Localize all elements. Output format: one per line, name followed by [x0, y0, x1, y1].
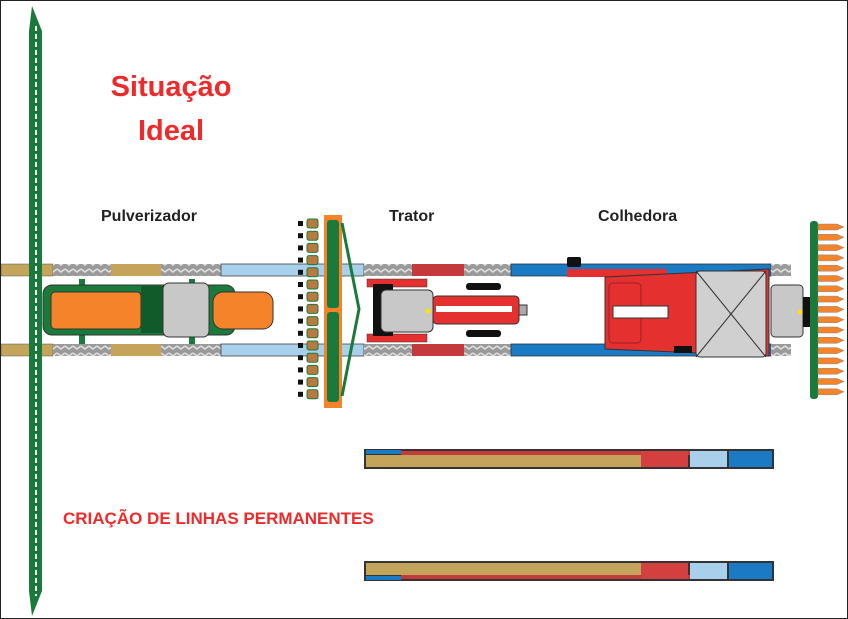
title-line-1: Situação: [110, 71, 232, 103]
planter-row-unit-dot: [298, 306, 303, 312]
planter-row-unit: [306, 340, 319, 351]
planter: [298, 215, 361, 408]
planter-row-unit-dot: [298, 269, 303, 275]
planter-row-unit: [306, 255, 319, 266]
header-tooth: [817, 244, 845, 251]
header-tooth: [817, 306, 845, 313]
header-tooth: [817, 254, 845, 262]
header-tooth: [817, 223, 845, 231]
planter-row-unit-dot: [298, 379, 303, 385]
header-tooth: [817, 275, 845, 282]
planter-row-unit: [306, 242, 319, 253]
permanent-line-bar-top: [364, 449, 774, 469]
header-tooth: [817, 234, 845, 241]
planter-row-unit: [306, 364, 319, 375]
planter-row-unit: [306, 279, 319, 290]
planter-row-unit-dot: [298, 282, 303, 287]
header-tooth: [817, 378, 845, 385]
planter-row-unit-dot: [298, 294, 303, 300]
harvester-header: [810, 221, 845, 399]
sprayer-boom: [29, 6, 42, 616]
planter-row-unit-dot: [298, 221, 303, 226]
header-tooth: [817, 316, 845, 323]
planter-row-unit: [306, 303, 319, 314]
header-tooth: [817, 337, 845, 344]
planter-row-unit-dot: [298, 391, 303, 397]
planter-row-unit-dot: [298, 257, 303, 263]
planter-row-unit-dot: [298, 343, 303, 348]
label-sprayer: Pulverizador: [101, 208, 198, 225]
header-tooth: [817, 326, 845, 334]
planter-row-unit: [306, 218, 319, 229]
planter-row-unit-dot: [298, 245, 303, 251]
planter-row-unit-dot: [298, 367, 303, 373]
header-tooth: [817, 388, 845, 396]
planter-row-unit: [306, 316, 319, 327]
planter-row-unit-dot: [298, 330, 303, 336]
header-tooth: [817, 295, 845, 303]
planter-row-unit-dot: [298, 318, 303, 324]
header-tooth: [817, 264, 845, 272]
planter-row-unit: [306, 352, 319, 363]
header-tooth: [817, 367, 845, 375]
planter-row-unit: [306, 389, 319, 400]
sprayer-vehicle: [42, 279, 274, 344]
caption-permanent-lines: CRIAÇÃO DE LINHAS PERMANENTES: [63, 509, 374, 528]
planter-row-unit: [306, 377, 319, 388]
planter-row-unit-dot: [298, 233, 303, 239]
planter-row-unit: [306, 291, 319, 302]
header-tooth: [817, 285, 845, 293]
tractor: [366, 278, 528, 343]
planter-row-unit: [306, 267, 319, 278]
planter-row-unit: [306, 328, 319, 339]
label-tractor: Trator: [389, 208, 435, 225]
header-tooth: [817, 347, 845, 354]
title-line-2: Ideal: [137, 115, 205, 147]
header-tooth: [817, 357, 845, 365]
permanent-line-bar-bottom: [364, 561, 774, 581]
harvester: [567, 257, 810, 358]
planter-row-unit-dot: [298, 355, 303, 361]
label-harvester: Colhedora: [598, 208, 678, 225]
planter-row-unit: [306, 230, 319, 241]
